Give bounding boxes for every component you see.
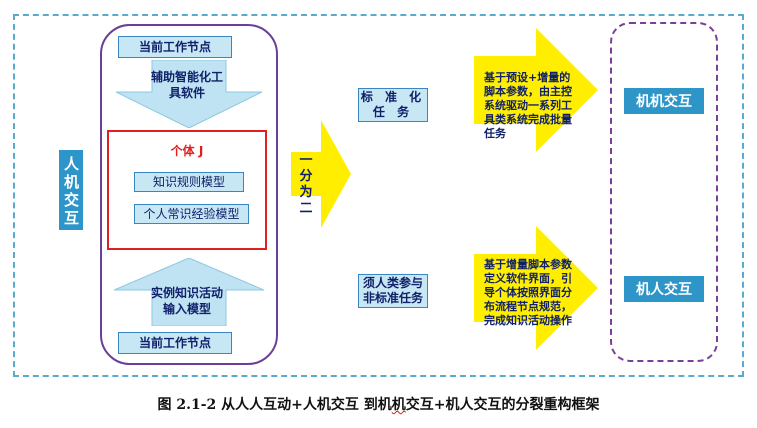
- standardized-task-box: 标 准 化 任 务: [358, 88, 428, 122]
- nonstandard-task-box: 须人类参与非标准任务: [358, 274, 428, 308]
- machine-human-interaction-label: 机人交互: [624, 276, 704, 302]
- caption-spellcheck-word: 机: [391, 397, 406, 413]
- machine-machine-interaction-label: 机机交互: [624, 88, 704, 114]
- caption-prefix: 图 2.1-2 从人人互动+人机交互 到机: [157, 397, 392, 413]
- knowledge-rule-model-box: 知识规则模型: [134, 172, 244, 192]
- tool-software-down-arrow: [116, 60, 262, 128]
- batch-task-arrow: [474, 28, 598, 152]
- instance-input-model-label: 实例知识活动输入模型: [150, 286, 223, 316]
- personal-experience-model-box: 个人常识经验模型: [134, 204, 249, 224]
- outer-dashed-frame: [13, 14, 744, 377]
- batch-task-description: 基于预设+增量的脚本参数，由主控系统驱动一系列工具类系统完成批量任务: [484, 71, 572, 140]
- current-work-node-bottom: 当前工作节点: [118, 332, 232, 354]
- split-right-arrow: [291, 120, 351, 228]
- human-machine-interaction-label: 人机交互: [59, 150, 83, 230]
- guided-activity-description: 基于增量脚本参数定义软件界面，引导个体按照界面分布流程节点规范，完成知识活动操作: [484, 258, 572, 327]
- individual-title: 个体 J: [170, 144, 204, 158]
- split-into-two-label: 一分为二: [299, 153, 313, 216]
- caption-suffix: 交互+机人交互的分裂重构框架: [405, 397, 600, 413]
- instance-input-up-arrow: [114, 258, 264, 326]
- figure-caption: 图 2.1-2 从人人互动+人机交互 到机机交互+机人交互的分裂重构框架: [0, 394, 757, 414]
- tool-software-label: 辅助智能化工具软件: [150, 70, 223, 100]
- right-outcome-capsule: [610, 22, 718, 362]
- guided-activity-arrow: [474, 226, 598, 350]
- current-work-node-top: 当前工作节点: [118, 36, 232, 58]
